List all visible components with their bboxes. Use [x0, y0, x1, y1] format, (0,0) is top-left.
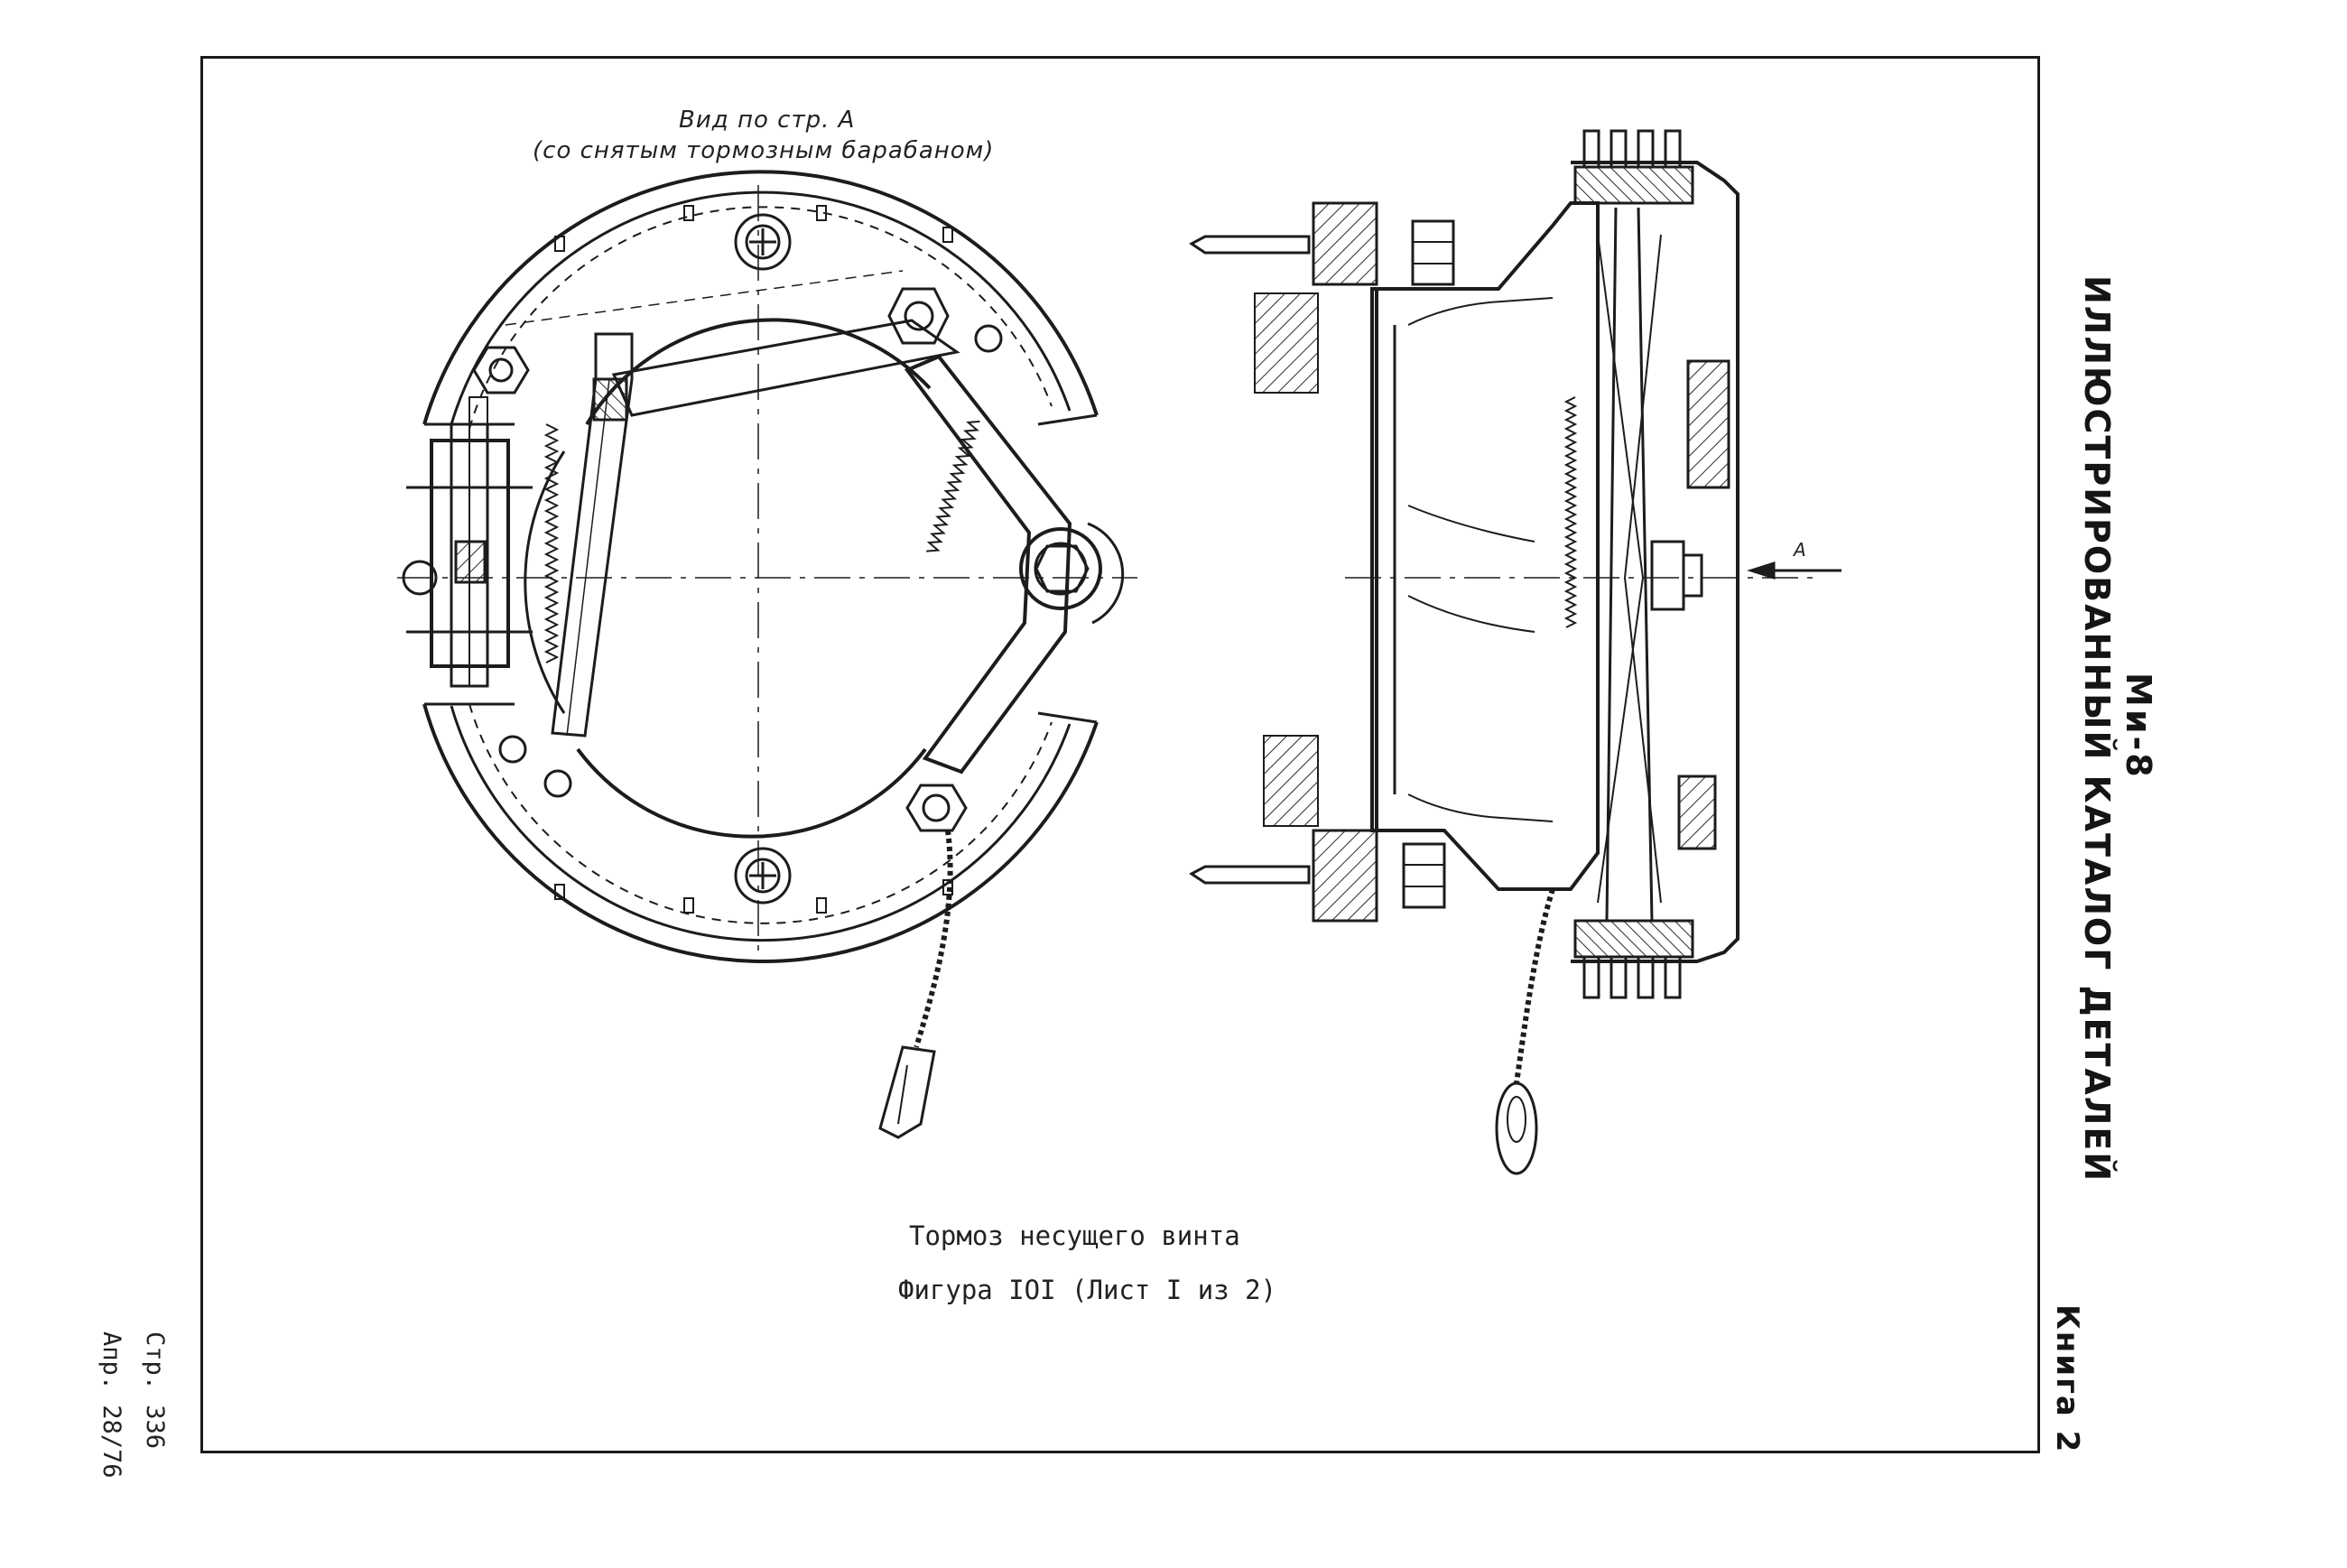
book-label: Книга 2	[2049, 1304, 2085, 1454]
nut-bottom	[905, 784, 968, 832]
caption-figure: Фигура IOI (Лист I из 2)	[898, 1275, 1277, 1305]
bolt-top	[734, 213, 792, 271]
view-label-line1: Вид по стр. А	[679, 107, 856, 134]
front-view	[397, 170, 1137, 1139]
drawing-frame	[200, 56, 2040, 1453]
caption-title: Тормоз несущего винта	[909, 1220, 1240, 1251]
arrow-a-label: А	[1794, 539, 1806, 561]
section-view	[1189, 129, 1841, 1175]
nut-top-left	[472, 346, 530, 394]
adjusting-rod	[551, 332, 634, 738]
page-info: Стр. 336 Апр. 28/76	[89, 1331, 176, 1479]
main-lever	[904, 354, 1125, 775]
view-label-line2: (со снятым тормозным барабаном)	[533, 137, 995, 164]
model-title: Ми-8	[2119, 673, 2158, 780]
nut-top-right	[887, 287, 1003, 353]
pivot-block	[402, 396, 533, 688]
page-date: Апр. 28/76	[97, 1331, 125, 1479]
page-number: Стр. 336	[141, 1331, 169, 1450]
bolt-bottom	[734, 847, 792, 905]
catalog-title: Ми-8 ИЛЛЮСТРИРОВАННЫЙ КАТАЛОГ ДЕТАЛЕЙ	[2076, 275, 2159, 1268]
catalog-name: ИЛЛЮСТРИРОВАННЫЙ КАТАЛОГ ДЕТАЛЕЙ	[2077, 275, 2117, 1183]
